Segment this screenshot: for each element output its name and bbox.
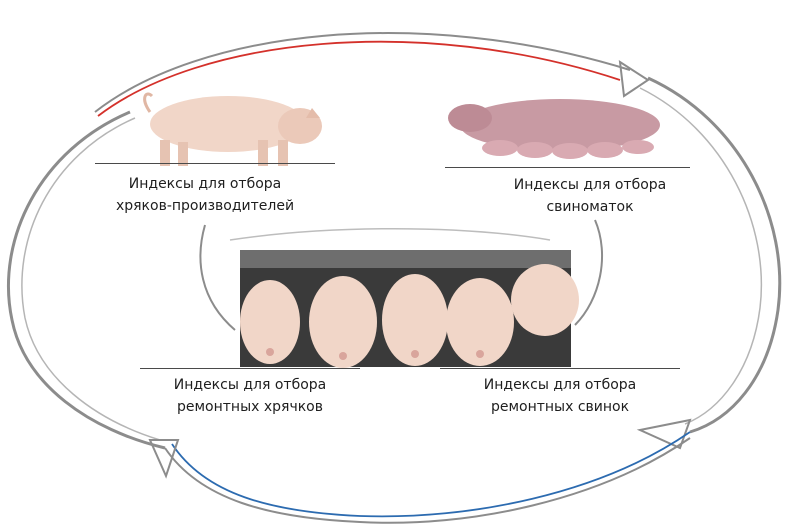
sow-label: Индексы для отбора свиноматок (460, 174, 720, 218)
repl-gilts-label-line1: Индексы для отбора (430, 374, 690, 396)
repl-boars-label: Индексы для отбора ремонтных хрячков (120, 374, 380, 418)
repl-gilts-label-rule (440, 368, 680, 369)
sow-label-line1: Индексы для отбора (460, 174, 720, 196)
boar-label-line1: Индексы для отбора (75, 173, 335, 195)
boar-label-rule (95, 163, 335, 164)
repl-gilts-label-line2: ремонтных свинок (430, 396, 690, 418)
sow-label-rule (445, 167, 690, 168)
repl-boars-label-line1: Индексы для отбора (120, 374, 380, 396)
boar-label: Индексы для отбора хряков-производителей (75, 173, 335, 217)
repl-gilts-label: Индексы для отбора ремонтных свинок (430, 374, 690, 418)
sow-label-line2: свиноматок (460, 196, 720, 218)
repl-boars-label-rule (140, 368, 360, 369)
repl-boars-label-line2: ремонтных хрячков (120, 396, 380, 418)
boar-label-line2: хряков-производителей (75, 195, 335, 217)
